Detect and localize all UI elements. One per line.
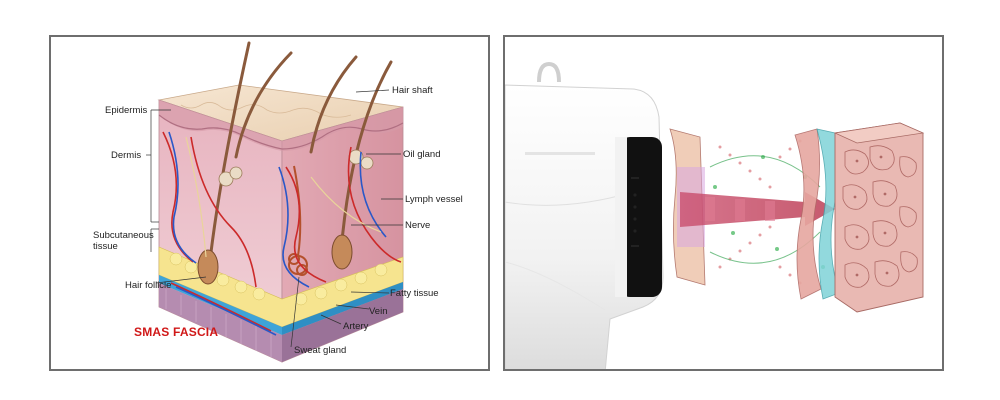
label-subcutaneous-line1: Subcutaneous [93, 230, 154, 241]
label-lymph-vessel: Lymph vessel [405, 194, 463, 205]
label-subcutaneous-line2: tissue [93, 241, 118, 252]
oil-glands [218, 149, 374, 187]
label-dermis: Dermis [111, 150, 142, 161]
label-artery: Artery [343, 321, 369, 332]
device-indicator-marks [631, 177, 639, 247]
label-hair-follicle: Hair follicle [125, 280, 172, 291]
energy-dot-grid [718, 139, 802, 285]
hifu-device-illustration [505, 61, 925, 369]
label-nerve: Nerve [405, 220, 431, 231]
device-transducer-face [620, 137, 662, 297]
label-smas-fascia: SMAS FASCIA [134, 325, 219, 339]
label-epidermis: Epidermis [105, 105, 148, 116]
arteries [162, 131, 402, 332]
veins [168, 131, 387, 336]
skin-anatomy-panel: Epidermis Dermis Subcutaneous tissue Hai… [49, 35, 490, 371]
energy-beam-arrow [680, 192, 835, 227]
device-hang-loop [537, 61, 561, 83]
deep-muscle-layer [159, 283, 282, 362]
label-vein: Vein [369, 306, 388, 317]
smas-fascia-layer [159, 275, 282, 335]
label-hair-shaft: Hair shaft [392, 85, 433, 96]
device-illustration-panel [503, 35, 944, 371]
nerves [185, 136, 382, 258]
hair-shafts [207, 41, 393, 271]
skin-cross-section-illustration [146, 41, 404, 363]
tissue-slab-dermis [794, 128, 822, 300]
label-oil-gland: Oil gland [403, 149, 441, 160]
label-sweat-gland: Sweat gland [294, 345, 347, 356]
hair-follicles [197, 234, 353, 285]
label-fatty-tissue: Fatty tissue [390, 288, 439, 299]
